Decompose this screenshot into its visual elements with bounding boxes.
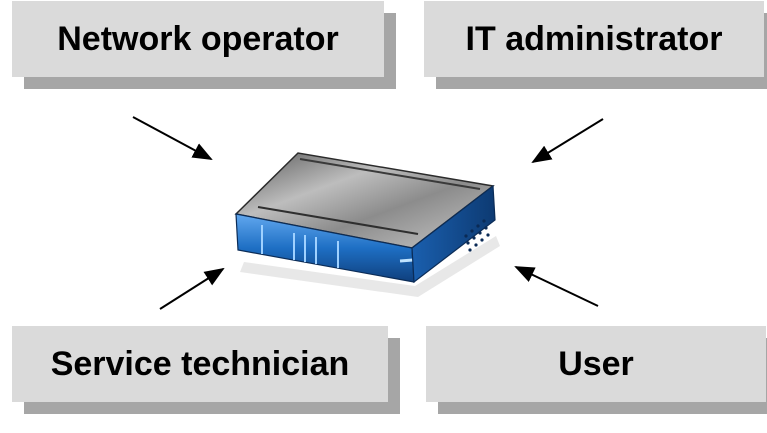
role-network-operator: Network operator xyxy=(12,1,384,77)
arrow-icon xyxy=(531,118,604,164)
arrow-icon xyxy=(514,266,599,307)
role-service-technician: Service technician xyxy=(12,326,388,402)
role-user: User xyxy=(426,326,766,402)
role-it-administrator: IT administrator xyxy=(424,1,764,77)
arrow-icon xyxy=(132,116,213,160)
arrow-icon xyxy=(159,267,225,310)
router-icon xyxy=(234,152,500,297)
